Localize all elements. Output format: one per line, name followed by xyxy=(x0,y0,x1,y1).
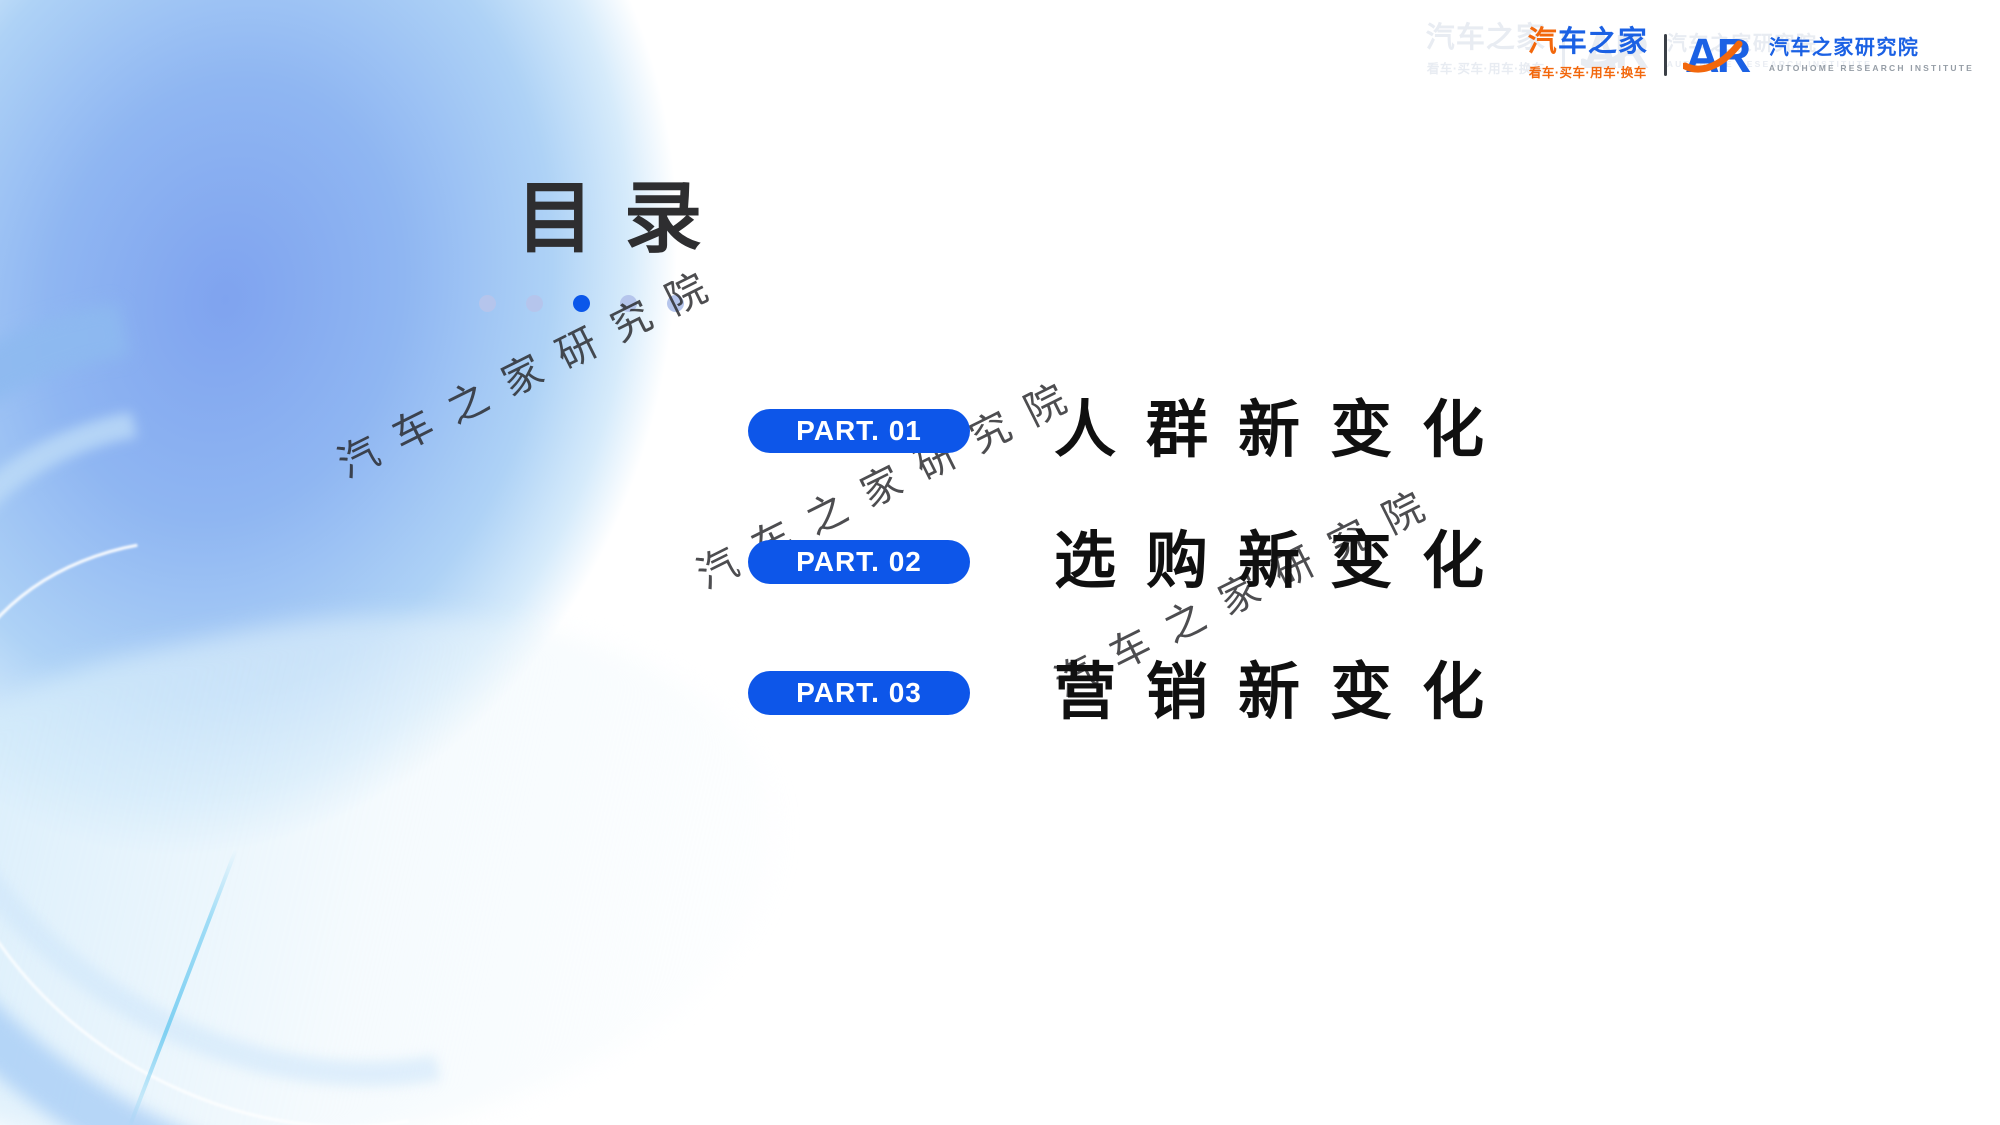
dot-active xyxy=(573,295,590,312)
autohome-wordmark: 汽车之家 看车·买车·用车·换车 xyxy=(1528,28,1648,81)
toc-row-part-01: PART. 01 人群新变化 xyxy=(748,400,1514,462)
ar-monogram-icon: AR xyxy=(1580,26,1651,76)
toc-label-part-01: 人群新变化 xyxy=(1054,396,1515,465)
part-01-badge: PART. 01 xyxy=(748,409,970,453)
brand-rest-chars: 车之家 xyxy=(1455,22,1546,54)
institute-wordmark: 汽车之家研究院 AUTOHOME RESEARCH INSTITUTE xyxy=(1769,37,1974,73)
dot xyxy=(479,295,496,312)
swirl-cyan-line xyxy=(126,849,238,1125)
toc-row-part-03: PART. 03 营销新变化 xyxy=(748,662,1514,724)
brand-rest-chars: 车之家 xyxy=(1557,26,1648,58)
swirl-wash xyxy=(0,530,825,1125)
institute-en: AUTOHOME RESEARCH INSTITUTE xyxy=(1666,58,1872,69)
toc-row-part-02: PART. 02 选购新变化 xyxy=(748,531,1514,593)
brand-tagline: 看车·买车·用车·换车 xyxy=(1528,66,1647,80)
logo-divider xyxy=(1663,33,1667,76)
autohome-brand-text: 汽车之家 xyxy=(1426,24,1546,53)
part-02-badge: PART. 02 xyxy=(748,540,970,584)
brand-tagline: 看车·买车·用车·换车 xyxy=(1426,62,1545,76)
dot xyxy=(526,295,543,312)
dot xyxy=(620,295,637,312)
brand-accent-char: 汽 xyxy=(1527,26,1558,58)
swirl-band-outer xyxy=(0,107,996,1125)
swirl-white-streak xyxy=(0,420,716,1125)
institute-cn: 汽车之家研究院 xyxy=(1768,36,1920,59)
logo-autohome-research-institute: 汽车之家 看车·买车·用车·换车 AR 汽车之家研究院 AUTOHOME RES… xyxy=(1528,28,1974,81)
logo-ghost: 汽车之家 看车·买车·用车·换车 AR 汽车之家研究院 AUTOHOME RES… xyxy=(1426,24,1872,77)
watermark-text: 汽车之家研究院 xyxy=(330,255,734,488)
dot xyxy=(667,295,684,312)
institute-en: AUTOHOME RESEARCH INSTITUTE xyxy=(1768,62,1974,73)
toc-label-part-03: 营销新变化 xyxy=(1054,658,1515,727)
autohome-brand-text: 汽车之家 xyxy=(1528,28,1648,57)
svg-text:AR: AR xyxy=(1685,30,1751,80)
brand-accent-char: 汽 xyxy=(1425,22,1456,54)
title-dots xyxy=(479,295,684,312)
ar-monogram-icon: AR xyxy=(1682,30,1753,80)
toc-label-part-02: 选购新变化 xyxy=(1054,527,1515,596)
autohome-wordmark-ghost: 汽车之家 看车·买车·用车·换车 xyxy=(1426,24,1546,77)
swirl-band-inner xyxy=(0,269,796,1125)
part-03-badge: PART. 03 xyxy=(748,671,970,715)
logo-divider xyxy=(1561,29,1565,72)
page-title: 目录 xyxy=(516,174,733,262)
